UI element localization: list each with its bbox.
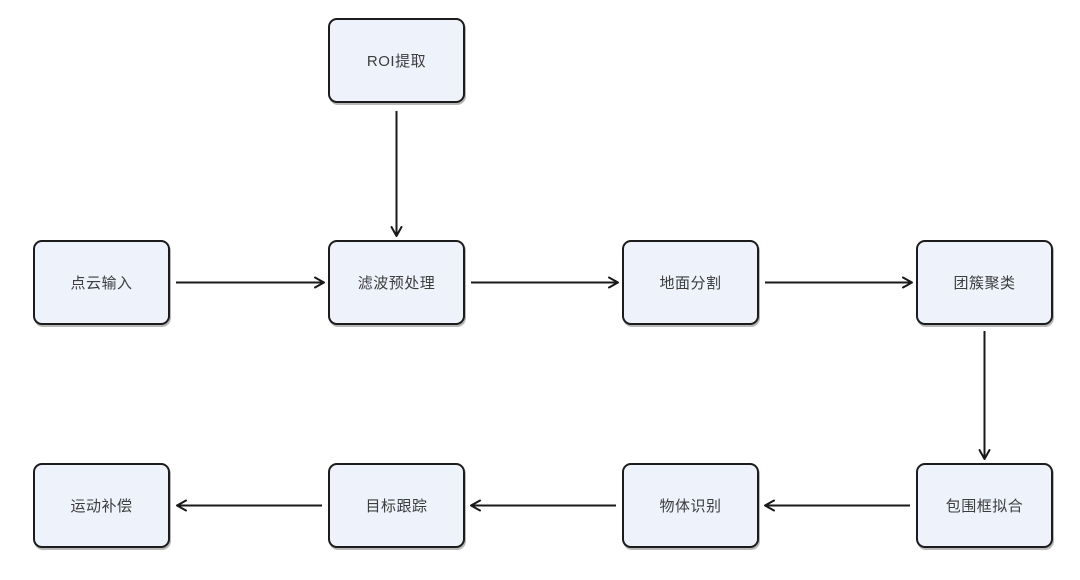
node-ground-segmentation: 地面分割	[622, 240, 759, 325]
node-label: ROI提取	[366, 53, 427, 70]
node-motion-compensation: 运动补偿	[33, 463, 170, 548]
node-label: 点云输入	[70, 275, 133, 292]
node-point-cloud-input: 点云输入	[33, 240, 170, 325]
node-clustering: 团簇聚类	[916, 240, 1053, 325]
node-label: 运动补偿	[70, 498, 133, 515]
node-label: 滤波预处理	[357, 275, 436, 292]
node-object-recognition: 物体识别	[622, 463, 759, 548]
node-label: 地面分割	[659, 275, 722, 292]
node-label: 物体识别	[659, 498, 722, 515]
node-roi-extraction: ROI提取	[328, 18, 465, 103]
node-label: 目标跟踪	[365, 498, 428, 515]
node-bounding-box-fitting: 包围框拟合	[916, 463, 1053, 548]
node-label: 团簇聚类	[953, 275, 1016, 292]
node-label: 包围框拟合	[945, 498, 1024, 515]
node-target-tracking: 目标跟踪	[328, 463, 465, 548]
node-filter-preprocessing: 滤波预处理	[328, 240, 465, 325]
